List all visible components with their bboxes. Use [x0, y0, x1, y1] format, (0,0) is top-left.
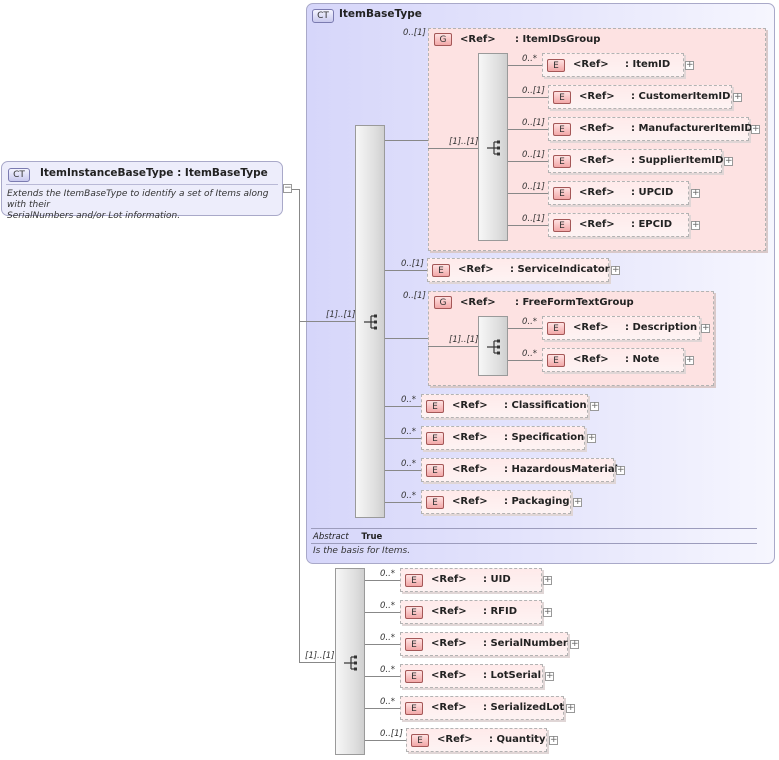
type-title: ItemInstanceBaseType : ItemBaseType: [40, 167, 268, 179]
element-icon: E: [405, 702, 423, 715]
expand-icon[interactable]: +: [545, 671, 554, 681]
main-sequence-cardinality: [1]..[1]: [326, 310, 356, 320]
element-icon: E: [553, 155, 571, 168]
expand-icon[interactable]: +: [751, 124, 760, 134]
main-sequence-compositor[interactable]: [355, 125, 385, 518]
element-serial-number[interactable]: E <Ref> : SerialNumber: [400, 632, 568, 656]
collapse-icon[interactable]: −: [283, 183, 292, 193]
element-uid[interactable]: E <Ref> : UID: [400, 568, 542, 592]
element-icon: E: [553, 123, 571, 136]
element-icon: E: [426, 464, 444, 477]
element-customer-item-id[interactable]: E <Ref> : CustomerItemID: [548, 85, 732, 109]
expand-icon[interactable]: +: [685, 355, 694, 365]
element-epc-id[interactable]: E <Ref> : EPCID: [548, 213, 689, 237]
element-icon: E: [426, 432, 444, 445]
element-icon: E: [405, 670, 423, 683]
element-note[interactable]: E <Ref> : Note: [542, 348, 684, 372]
group-name: : FreeFormTextGroup: [515, 297, 634, 308]
element-lot-serial[interactable]: E <Ref> : LotSerial: [400, 664, 543, 688]
expand-icon[interactable]: +: [685, 60, 694, 70]
element-icon: E: [405, 638, 423, 651]
ids-group-cardinality: 0..[1]: [403, 28, 426, 38]
expand-icon[interactable]: +: [616, 465, 625, 475]
expand-icon[interactable]: +: [587, 433, 596, 443]
complex-type-icon: CT: [8, 168, 30, 182]
element-manufacturer-item-id[interactable]: E <Ref> : ManufacturerItemID: [548, 117, 753, 141]
expand-icon[interactable]: +: [549, 735, 558, 745]
expand-icon[interactable]: +: [701, 323, 710, 333]
element-icon: E: [411, 734, 429, 747]
element-icon: E: [432, 264, 450, 277]
element-rfid[interactable]: E <Ref> : RFID: [400, 600, 542, 624]
element-packaging[interactable]: E <Ref> : Packaging: [421, 490, 571, 514]
base-type-description: Is the basis for Items.: [313, 546, 411, 556]
expand-icon[interactable]: +: [611, 265, 620, 275]
expand-icon[interactable]: +: [724, 156, 733, 166]
element-icon: E: [553, 219, 571, 232]
element-hazardous-material[interactable]: E <Ref> : HazardousMaterial: [421, 458, 618, 482]
sequence-icon: [344, 655, 357, 671]
extension-sequence-compositor[interactable]: [335, 568, 365, 755]
expand-icon[interactable]: +: [566, 703, 575, 713]
expand-icon[interactable]: +: [543, 575, 552, 585]
expand-icon[interactable]: +: [733, 92, 742, 102]
element-quantity[interactable]: E <Ref> : Quantity: [406, 728, 547, 752]
group-name: : ItemIDsGroup: [515, 34, 601, 45]
expand-icon[interactable]: +: [691, 220, 700, 230]
element-serialized-lot[interactable]: E <Ref> : SerializedLot: [400, 696, 564, 720]
element-service-indicator[interactable]: E <Ref> : ServiceIndicator: [427, 258, 610, 282]
expand-icon[interactable]: +: [543, 607, 552, 617]
element-icon: E: [405, 606, 423, 619]
group-icon: G: [434, 296, 452, 309]
element-supplier-item-id[interactable]: E <Ref> : SupplierItemID: [548, 149, 723, 173]
item-instance-base-type-box[interactable]: CT ItemInstanceBaseType : ItemBaseType E…: [1, 161, 283, 221]
element-icon: E: [547, 354, 565, 367]
base-type-title: ItemBaseType: [339, 8, 422, 20]
expand-icon[interactable]: +: [691, 188, 700, 198]
complex-type-icon: CT: [312, 9, 334, 23]
expand-icon[interactable]: +: [570, 639, 579, 649]
element-icon: E: [547, 322, 565, 335]
freeform-sequence-compositor[interactable]: [478, 316, 508, 376]
sequence-icon: [487, 140, 500, 156]
ext-sequence-cardinality: [1]..[1]: [305, 651, 335, 661]
element-item-id[interactable]: E <Ref> : ItemID: [542, 53, 684, 77]
element-icon: E: [405, 574, 423, 587]
type-description: Extends the ItemBaseType to identify a s…: [7, 189, 269, 221]
abstract-row: Abstract True: [313, 532, 383, 542]
expand-icon[interactable]: +: [573, 497, 582, 507]
element-icon: E: [553, 187, 571, 200]
element-description[interactable]: E <Ref> : Description: [542, 316, 700, 340]
element-icon: E: [553, 91, 571, 104]
element-upc-id[interactable]: E <Ref> : UPCID: [548, 181, 689, 205]
element-icon: E: [426, 400, 444, 413]
expand-icon[interactable]: +: [590, 401, 599, 411]
sequence-icon: [364, 314, 377, 330]
group-icon: G: [434, 33, 452, 46]
ids-sequence-compositor[interactable]: [478, 53, 508, 241]
element-icon: E: [426, 496, 444, 509]
element-classification[interactable]: E <Ref> : Classification: [421, 394, 588, 418]
element-icon: E: [547, 59, 565, 72]
element-specification[interactable]: E <Ref> : Specification: [421, 426, 585, 450]
sequence-icon: [487, 339, 500, 355]
